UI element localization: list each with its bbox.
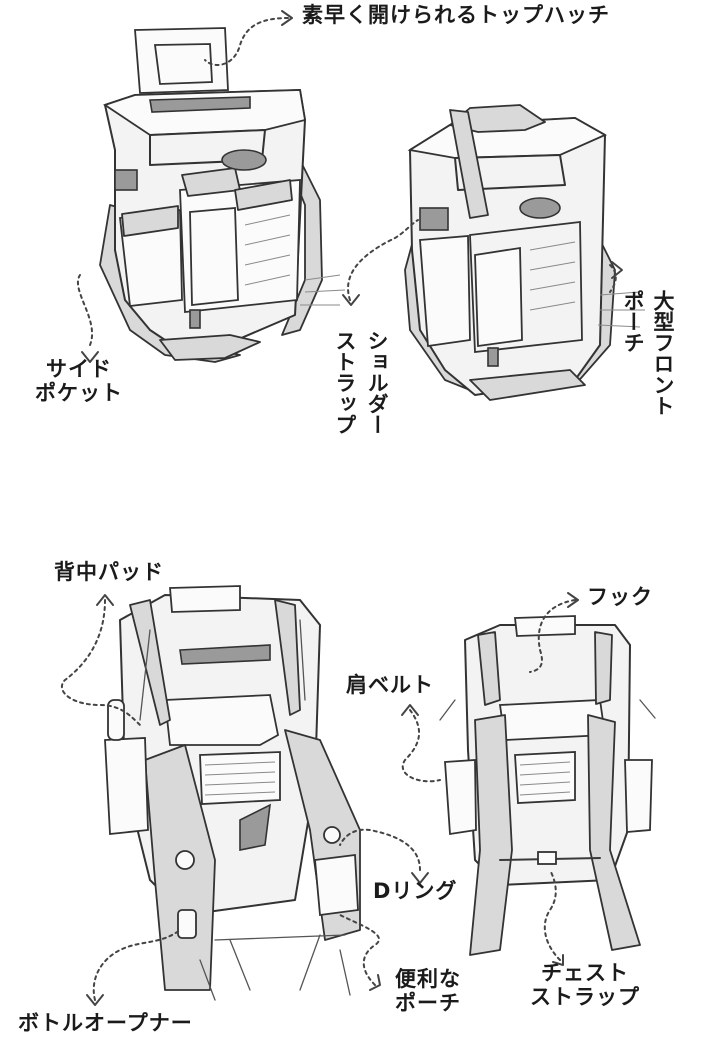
backpack-cooler-back-harness-illustration [104, 585, 361, 1001]
dotted-arrow-icon [60, 10, 623, 1006]
label-handy-pouch: 便利な ポーチ [395, 967, 461, 1015]
backpack-cooler-back-straps-illustration [439, 615, 656, 956]
label-front-pouch-col1: 大型フロント [651, 290, 676, 416]
label-shoulder-strap-col2: ストラップ [333, 330, 358, 435]
label-d-ring: Dリング [373, 879, 458, 903]
backpack-cooler-front-left-illustration [99, 27, 346, 363]
label-top-hatch: 素早く開けられるトップハッチ [302, 3, 610, 27]
label-side-pocket: サイド ポケット [35, 357, 123, 405]
label-bottle-opener: ボトルオープナー [18, 1011, 193, 1035]
label-chest-strap: チェスト ストラップ [530, 961, 640, 1009]
backpack-cooler-front-right-illustration [404, 104, 645, 401]
label-shoulder-belt: 肩ベルト [346, 673, 434, 697]
label-shoulder-strap-col1: ショルダー [365, 330, 390, 435]
label-hook: フック [587, 585, 653, 609]
label-back-pad: 背中パッド [54, 560, 164, 584]
label-front-pouch-col2: ポーチ [621, 290, 646, 353]
